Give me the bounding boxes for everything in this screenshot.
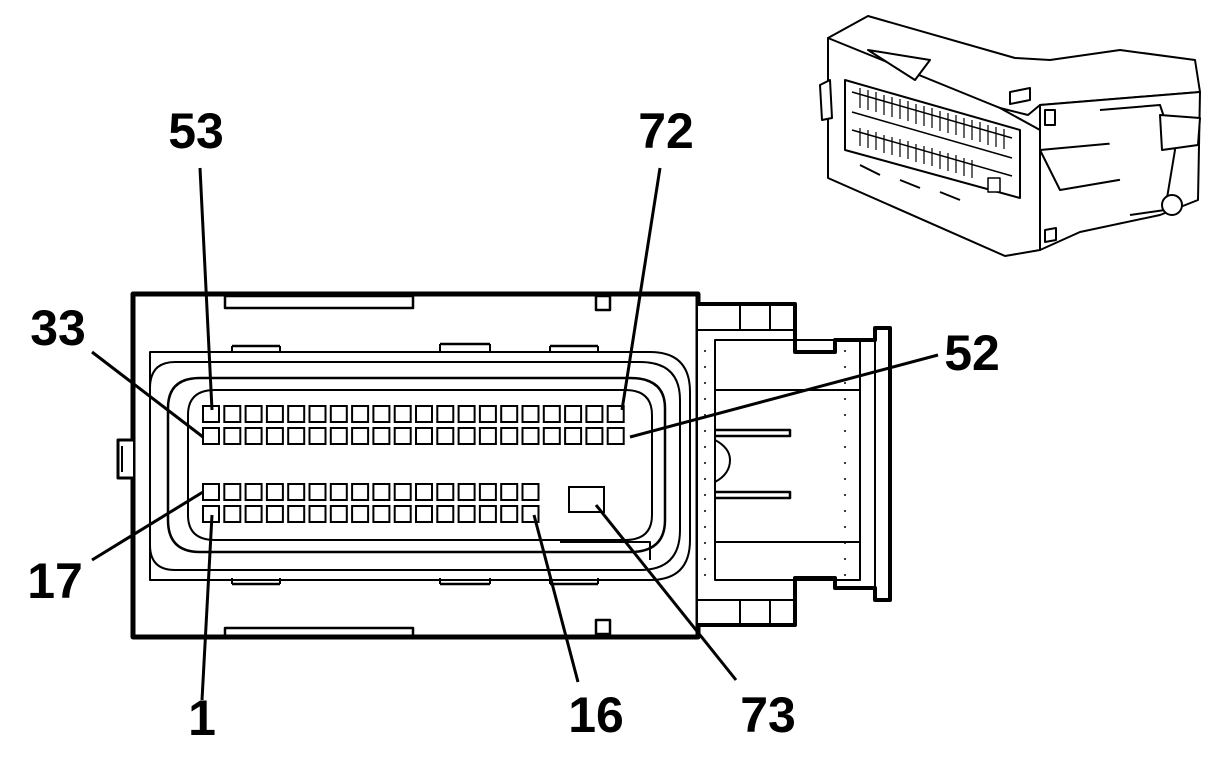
pin-cavity-lower-outer-13	[457, 505, 476, 523]
pin-cavity-upper-inner-14	[478, 427, 497, 445]
pin-cavity-lower-inner-13	[457, 483, 476, 501]
pin-cavity-upper-inner-7	[329, 427, 348, 445]
pin-cavity-upper-outer-16	[521, 405, 540, 423]
pin-cavity-upper-outer-8	[351, 405, 370, 423]
pin-cavity-lower-outer-14	[478, 505, 497, 523]
pin-cavity-upper-outer-4	[265, 405, 284, 423]
pin-cavity-upper-inner-18	[564, 427, 583, 445]
pin-cavity-lower-inner-12	[436, 483, 455, 501]
pin-cavity-upper-outer-7	[329, 405, 348, 423]
pin-cavity-upper-outer-19	[585, 405, 604, 423]
pin-cavity-upper-outer-11	[415, 405, 433, 423]
pin-cavity-upper-inner-17	[542, 427, 561, 445]
pin-cavity-upper-inner-6	[308, 427, 327, 445]
pin-cavity-upper-outer-2	[223, 405, 242, 423]
pin-cavity-upper-inner-20	[606, 427, 625, 445]
leader-17	[91, 490, 204, 562]
leader-16	[532, 514, 580, 683]
pin-cavity-upper-outer-18	[564, 405, 583, 423]
pin-cavity-upper-inner-9	[372, 427, 391, 445]
pin-cavity-upper-inner-12	[436, 427, 455, 445]
callout-73: 73	[740, 687, 796, 743]
pin-cavity-upper-outer-15	[500, 405, 519, 423]
leader-33	[91, 350, 204, 439]
pin-cavity-lower-inner-4	[265, 483, 284, 501]
pin-cavity-lower-inner-14	[478, 483, 497, 501]
pin-cavity-upper-inner-1	[202, 427, 220, 445]
pin-cavity-lower-inner-2	[223, 483, 242, 501]
pin-cavities	[202, 405, 625, 523]
pin-cavity-upper-inner-2	[223, 427, 242, 445]
callout-33: 33	[30, 300, 86, 356]
pin-cavity-lower-outer-3	[244, 505, 263, 523]
pin-cavity-upper-inner-3	[244, 427, 263, 445]
pin-73-cavity	[568, 486, 605, 513]
pin-cavity-lower-inner-9	[372, 483, 391, 501]
pin-cavity-upper-outer-14	[478, 405, 497, 423]
pin-cavity-upper-inner-5	[287, 427, 306, 445]
pin-cavity-lower-outer-2	[223, 505, 242, 523]
pin-cavity-lower-inner-11	[415, 483, 433, 501]
callout-52: 52	[944, 325, 1000, 381]
pin-cavity-upper-outer-5	[287, 405, 306, 423]
pin-cavity-upper-inner-16	[521, 427, 540, 445]
pin-cavity-lower-inner-1	[202, 483, 220, 501]
leader-lines	[91, 167, 939, 701]
pin-cavity-lower-inner-5	[287, 483, 306, 501]
pin-cavity-upper-inner-19	[585, 427, 604, 445]
pin-cavity-lower-inner-6	[308, 483, 327, 501]
pin-cavity-upper-outer-6	[308, 405, 327, 423]
pin-cavity-lower-outer-7	[329, 505, 348, 523]
leader-53	[198, 167, 214, 411]
pin-cavity-lower-inner-15	[500, 483, 519, 501]
pin-cavity-upper-outer-10	[393, 405, 412, 423]
pin-cavity-lower-inner-8	[351, 483, 370, 501]
pin-cavity-lower-outer-4	[265, 505, 284, 523]
pin-cavity-upper-inner-15	[500, 427, 519, 445]
pin-cavity-upper-inner-10	[393, 427, 412, 445]
pin-cavity-upper-outer-20	[606, 405, 625, 423]
leader-73	[594, 504, 738, 681]
pin-cavity-lower-inner-7	[329, 483, 348, 501]
callout-labels: 53 72 33 52 17 1 16 73	[27, 103, 1000, 746]
pin-cavity-lower-outer-9	[372, 505, 391, 523]
pin-cavity-upper-outer-13	[457, 405, 476, 423]
pin-cavity-lower-inner-10	[393, 483, 412, 501]
pin-cavity-lower-inner-16	[521, 483, 540, 501]
pin-cavity-lower-outer-12	[436, 505, 455, 523]
connector-3d-view	[819, 15, 1201, 257]
pin-cavity-upper-outer-12	[436, 405, 455, 423]
pin-cavity-upper-outer-17	[542, 405, 561, 423]
pin-cavity-lower-outer-5	[287, 505, 306, 523]
callout-72: 72	[638, 103, 694, 159]
callout-53: 53	[168, 103, 224, 159]
pin-cavity-upper-inner-4	[265, 427, 284, 445]
connector-face	[116, 291, 892, 640]
pin-cavity-upper-inner-8	[351, 427, 370, 445]
callout-17: 17	[27, 553, 83, 609]
pin-cavity-upper-outer-9	[372, 405, 391, 423]
leader-1	[200, 514, 214, 701]
pin-cavity-lower-outer-11	[415, 505, 433, 523]
callout-1: 1	[188, 690, 216, 746]
leader-72	[620, 167, 662, 411]
callout-16: 16	[568, 687, 624, 743]
pin-cavity-lower-outer-6	[308, 505, 327, 523]
pin-cavity-upper-outer-3	[244, 405, 263, 423]
pin-cavity-lower-outer-8	[351, 505, 370, 523]
pin-cavity-upper-inner-11	[415, 427, 433, 445]
pin-cavity-lower-outer-10	[393, 505, 412, 523]
pin-cavity-lower-outer-15	[500, 505, 519, 523]
pin-cavity-upper-inner-13	[457, 427, 476, 445]
leader-52	[629, 353, 939, 439]
pin-cavity-lower-inner-3	[244, 483, 263, 501]
